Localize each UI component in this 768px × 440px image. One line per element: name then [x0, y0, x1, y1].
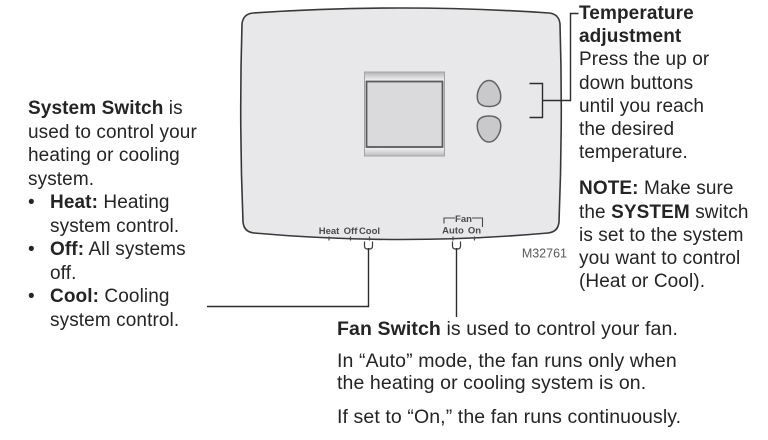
display-frame-bottom-band	[365, 146, 444, 156]
fan-paragraph-on: If set to “On,” the fan runs continuousl…	[337, 405, 682, 428]
note-line4: you want to control	[579, 248, 741, 270]
display-frame-top-band	[365, 72, 444, 82]
temperature-body-line5: temperature.	[579, 142, 688, 164]
temperature-body-line2: down buttons	[579, 72, 694, 94]
fan-switch-callout: Fan Switch is used to control your fan. …	[337, 318, 767, 428]
system-switch-intro-line4: system.	[28, 168, 95, 190]
fan-auto-line2: the heating or cooling system is on.	[337, 372, 647, 394]
system-switch-intro-line2: used to control your	[28, 121, 197, 143]
temperature-title-line1: Temperature	[579, 3, 694, 24]
bullet-heat-rest: Heating	[98, 192, 170, 213]
fan-heading: Fan Switch is used to control your fan.	[337, 318, 767, 341]
label-fan: Fan	[455, 214, 472, 225]
label-on: On	[468, 226, 481, 237]
system-switch-intro-rest: is	[163, 98, 183, 119]
bullet-cool: • Cool: Cooling system control.	[28, 285, 240, 332]
system-switch-callout: System Switch is used to control your he…	[28, 97, 240, 332]
fan-auto-line1: In “Auto” mode, the fan runs only when	[337, 349, 677, 372]
fan-paragraph-auto: In “Auto” mode, the fan runs only when t…	[337, 350, 767, 395]
bullet-heat-term: Heat:	[50, 192, 99, 213]
note-label: NOTE:	[579, 178, 639, 200]
system-switch-leader-line	[207, 248, 370, 308]
fan-switch-ticks	[452, 236, 476, 241]
system-switch-handle	[363, 241, 374, 250]
temperature-title-line2: adjustment	[579, 26, 682, 48]
system-switch-ticks	[328, 236, 371, 241]
note-line2: the SYSTEM switch	[579, 201, 768, 224]
lcd-display	[364, 71, 445, 157]
note-line1-rest: Make sure	[638, 178, 734, 200]
lcd-screen	[365, 80, 444, 148]
temp-down-button	[476, 115, 502, 143]
note-system-term: SYSTEM	[611, 201, 690, 223]
note-line2-post: switch	[689, 201, 749, 223]
bullet-cool-rest: Cooling	[99, 286, 170, 307]
system-switch-intro: System Switch is used to control your he…	[28, 97, 240, 191]
fan-switch-handle	[451, 241, 462, 250]
note-line5: (Heat or Cool).	[579, 271, 706, 293]
system-switch-labels: Heat Off Cool	[319, 226, 380, 241]
bullet-off: • Off: All systems off.	[28, 238, 240, 285]
label-heat: Heat	[319, 226, 340, 237]
fan-bracket	[443, 217, 484, 227]
temp-leader-line	[542, 12, 579, 102]
bullet-off-rest: All systems	[84, 239, 186, 260]
note-line2-pre: the	[579, 201, 612, 223]
note-line3: is set to the system	[579, 224, 744, 246]
fan-switch-labels: Fan Auto On	[442, 214, 484, 241]
temperature-body-line1: Press the up or	[579, 49, 710, 71]
system-switch-intro-line3: heating or cooling	[28, 145, 180, 166]
model-number: M32761	[522, 247, 567, 261]
note-line1: NOTE: Make sure	[579, 177, 768, 200]
bullet-heat-body: Heat: Heating system control.	[50, 191, 240, 238]
fan-heading-rest: is used to control your fan.	[440, 318, 678, 340]
temp-up-button	[476, 79, 502, 108]
note-block: NOTE: Make sure the SYSTEM switch is set…	[579, 177, 768, 293]
bullet-cool-body: Cool: Cooling system control.	[50, 285, 240, 332]
temperature-body-line4: the desired	[579, 119, 675, 141]
bullet-off-term: Off:	[50, 239, 85, 260]
bullet-marker: •	[28, 192, 35, 213]
bullet-marker: •	[28, 239, 35, 260]
bullet-off-line2: off.	[50, 262, 77, 284]
bullet-marker: •	[28, 286, 35, 307]
label-cool: Cool	[359, 226, 380, 237]
system-switch-term: System Switch	[28, 98, 164, 119]
temperature-body-line3: until you reach	[579, 95, 705, 117]
fan-switch-term: Fan Switch	[337, 318, 441, 340]
temperature-callout: Temperature adjustment Press the up or d…	[579, 2, 768, 293]
bullet-cool-term: Cool:	[50, 286, 100, 307]
bullet-off-body: Off: All systems off.	[50, 238, 240, 285]
label-off: Off	[344, 226, 359, 237]
bullet-heat-line2: system control.	[50, 215, 180, 237]
label-auto: Auto	[442, 226, 464, 237]
bullet-heat: • Heat: Heating system control.	[28, 191, 240, 238]
bullet-cool-line2: system control.	[50, 309, 180, 331]
